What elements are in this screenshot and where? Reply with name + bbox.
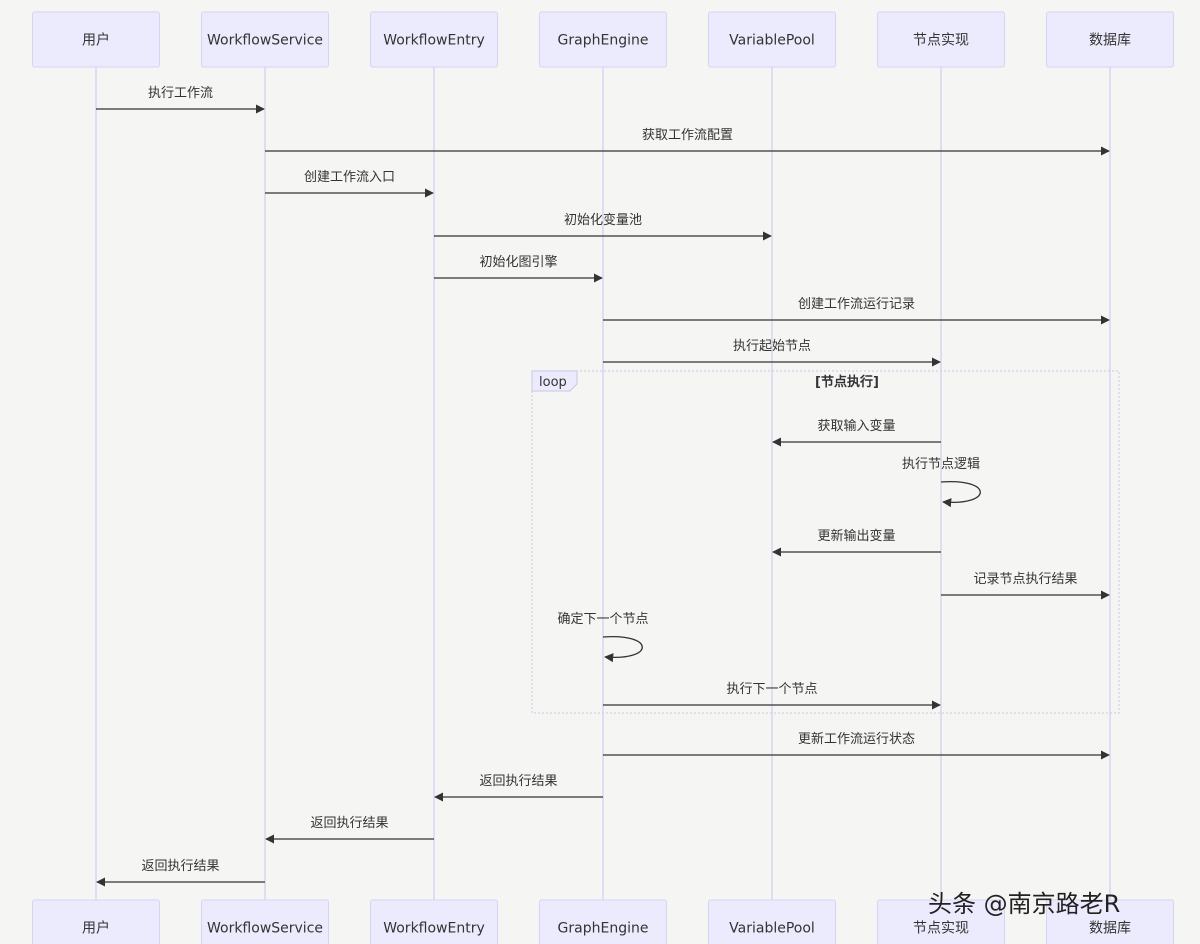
message-label: 执行节点逻辑 — [902, 457, 980, 472]
actor-box — [370, 11, 498, 68]
message-12: 确定下一个节点 — [557, 612, 649, 663]
actor-box — [877, 11, 1005, 68]
actors-top: 用户 WorkflowService WorkflowEntry GraphEngin… — [32, 11, 1174, 68]
message-label: 创建工作流运行记录 — [798, 297, 915, 312]
message-16: 返回执行结果 — [265, 816, 434, 844]
actor-vp-bottom: VariablePool — [708, 899, 836, 944]
lifelines — [95, 67, 1111, 900]
actors-bottom: 用户 WorkflowService WorkflowEntry GraphEngin… — [32, 899, 1174, 944]
actor-label: GraphEngine — [558, 921, 649, 937]
message-label: 更新工作流运行状态 — [798, 731, 915, 747]
loop-condition: [节点执行] — [815, 374, 879, 390]
actor-box — [708, 899, 836, 944]
actor-db-bottom: 数据库 — [1046, 899, 1174, 944]
message-label: 更新输出变量 — [817, 528, 895, 544]
actor-user-bottom: 用户 — [32, 899, 160, 944]
self-message-arrow — [940, 480, 981, 508]
actor-label: VariablePool — [729, 921, 815, 937]
message-7: 执行起始节点 — [603, 339, 941, 367]
actor-box — [1046, 899, 1174, 944]
message-label: 获取输入变量 — [817, 418, 895, 434]
message-15: 返回执行结果 — [434, 774, 603, 802]
actor-vp-top: VariablePool — [708, 11, 836, 68]
actor-label: WorkflowEntry — [383, 921, 485, 937]
actor-box — [539, 11, 667, 68]
actor-label: 用户 — [82, 32, 110, 49]
message-14: 更新工作流运行状态 — [603, 731, 1110, 760]
message-17: 返回执行结果 — [96, 859, 265, 887]
message-3: 创建工作流入口 — [265, 170, 434, 198]
actor-label: VariablePool — [729, 33, 815, 49]
actor-ws-bottom: WorkflowService — [201, 899, 329, 944]
message-label: 执行下一个节点 — [726, 682, 817, 697]
message-5: 初始化图引擎 — [434, 255, 603, 283]
actor-label: 节点实现 — [913, 33, 969, 49]
actor-user-top: 用户 — [32, 11, 160, 68]
message-label: 初始化图引擎 — [479, 255, 557, 270]
message-8: 获取输入变量 — [772, 418, 941, 447]
actor-label: 数据库 — [1089, 33, 1131, 49]
message-2: 获取工作流配置 — [265, 128, 1110, 156]
message-label: 初始化变量池 — [564, 212, 642, 228]
actor-label: 数据库 — [1089, 921, 1131, 937]
actor-label: WorkflowService — [207, 33, 323, 49]
messages: 执行工作流获取工作流配置创建工作流入口初始化变量池初始化图引擎创建工作流运行记录… — [96, 86, 1110, 887]
actor-box — [370, 899, 498, 944]
message-11: 记录节点执行结果 — [941, 572, 1110, 600]
loop-box — [531, 370, 1120, 714]
actor-ge-top: GraphEngine — [539, 11, 667, 68]
actor-node-top: 节点实现 — [877, 11, 1005, 68]
message-6: 创建工作流运行记录 — [603, 297, 1110, 325]
self-message-arrow — [602, 635, 643, 663]
message-10: 更新输出变量 — [772, 528, 941, 557]
message-label: 执行起始节点 — [733, 339, 811, 354]
actor-label: WorkflowEntry — [383, 33, 485, 49]
message-label: 记录节点执行结果 — [973, 572, 1077, 587]
actor-we-bottom: WorkflowEntry — [370, 899, 498, 944]
actor-ws-top: WorkflowService — [201, 11, 329, 68]
actor-box — [201, 899, 329, 944]
message-label: 返回执行结果 — [479, 774, 557, 789]
watermark-text: 头条 @南京路老R — [928, 890, 1120, 918]
message-label: 创建工作流入口 — [304, 170, 395, 185]
message-1: 执行工作流 — [96, 86, 265, 114]
loop-frame: loop [节点执行] — [531, 370, 1120, 714]
actor-db-top: 数据库 — [1046, 11, 1174, 68]
actor-box — [708, 11, 836, 68]
actor-box — [32, 11, 160, 68]
actor-label: GraphEngine — [558, 33, 649, 49]
message-label: 确定下一个节点 — [557, 612, 648, 627]
actor-node-bottom: 节点实现 — [877, 899, 1005, 944]
actor-we-top: WorkflowEntry — [370, 11, 498, 68]
message-label: 返回执行结果 — [141, 859, 219, 874]
actor-box — [32, 899, 160, 944]
loop-keyword: loop — [539, 375, 567, 390]
message-4: 初始化变量池 — [434, 212, 772, 241]
actor-ge-bottom: GraphEngine — [539, 899, 667, 944]
actor-box — [877, 899, 1005, 944]
actor-box — [1046, 11, 1174, 68]
actor-label: WorkflowService — [207, 921, 323, 937]
actor-label: 节点实现 — [913, 921, 969, 937]
message-13: 执行下一个节点 — [603, 682, 941, 710]
actor-box — [539, 899, 667, 944]
loop-tag — [531, 370, 578, 392]
message-9: 执行节点逻辑 — [902, 457, 981, 508]
message-label: 获取工作流配置 — [642, 128, 733, 143]
actor-label: 用户 — [82, 920, 110, 937]
message-label: 返回执行结果 — [310, 816, 388, 831]
actor-box — [201, 11, 329, 68]
message-label: 执行工作流 — [148, 86, 213, 101]
